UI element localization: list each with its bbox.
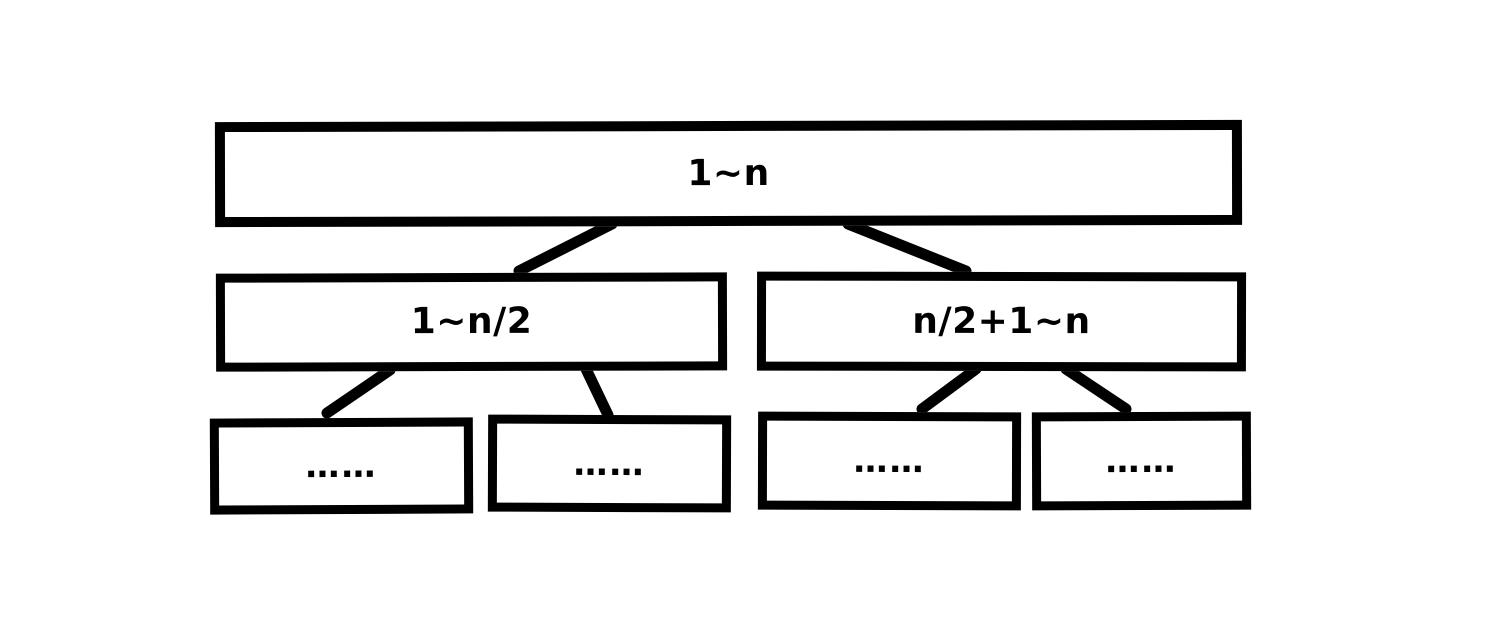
node-leaf-3-label: …… bbox=[853, 440, 926, 482]
edge-root-to-mid-left bbox=[513, 218, 618, 277]
node-root[interactable]: 1~n bbox=[214, 119, 1243, 228]
edge-mid-right-to-leaf-4 bbox=[1060, 363, 1132, 415]
node-root-label: 1~n bbox=[687, 152, 770, 194]
edge-mid-left-to-leaf-1 bbox=[321, 364, 396, 419]
edge-mid-right-to-leaf-3 bbox=[916, 363, 982, 415]
node-mid-right[interactable]: n/2+1~n bbox=[756, 271, 1247, 372]
node-leaf-1[interactable]: …… bbox=[209, 417, 474, 515]
node-leaf-1-label: …… bbox=[305, 445, 378, 487]
node-mid-left[interactable]: 1~n/2 bbox=[215, 272, 728, 372]
edge-root-to-mid-right bbox=[842, 218, 972, 277]
node-mid-right-label: n/2+1~n bbox=[912, 300, 1091, 342]
node-leaf-4-label: …… bbox=[1105, 440, 1178, 482]
node-leaf-2[interactable]: …… bbox=[487, 414, 732, 513]
node-leaf-4[interactable]: …… bbox=[1031, 411, 1252, 511]
node-leaf-3[interactable]: …… bbox=[757, 411, 1022, 511]
node-mid-left-label: 1~n/2 bbox=[410, 300, 533, 343]
node-leaf-2-label: …… bbox=[573, 443, 646, 484]
edge-mid-left-to-leaf-2 bbox=[580, 363, 614, 421]
